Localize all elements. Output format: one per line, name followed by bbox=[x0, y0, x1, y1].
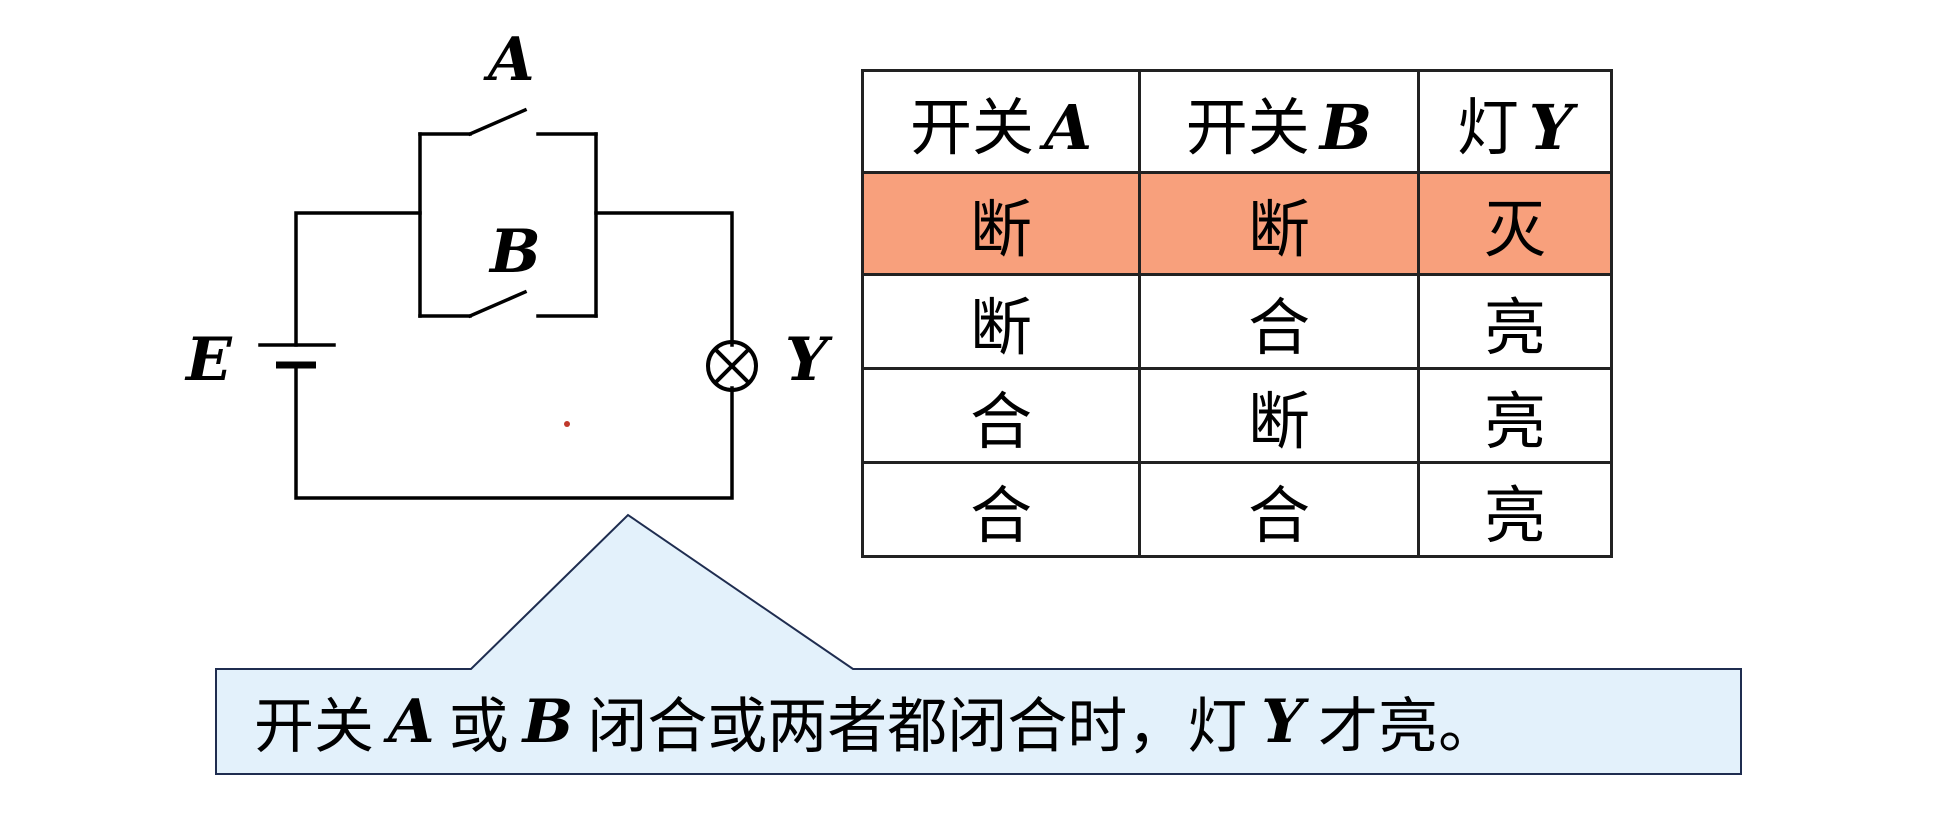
lamp-symbol bbox=[706, 340, 758, 392]
cell-switch-b: 断 bbox=[1138, 171, 1420, 276]
table-row: 断 断 灭 bbox=[861, 171, 1613, 276]
switch-b-label: B bbox=[488, 217, 541, 287]
cell-switch-b: 合 bbox=[1138, 273, 1420, 370]
switch-a bbox=[418, 107, 598, 137]
callout-part-4: 才亮。 bbox=[1318, 692, 1499, 762]
cell-switch-b: 合 bbox=[1138, 461, 1420, 558]
cell-switch-b: 断 bbox=[1138, 367, 1420, 464]
switch-b bbox=[418, 289, 598, 319]
callout-var-b: B bbox=[522, 686, 574, 757]
callout-var-y: Y bbox=[1261, 686, 1305, 757]
callout-text: 开关 A 或 B 闭合或两者都闭合时，灯 Y 才亮。 bbox=[216, 669, 1741, 774]
callout-part-1: 开关 bbox=[254, 692, 374, 762]
cell-lamp-y: 亮 bbox=[1417, 367, 1613, 464]
wire-left-top bbox=[294, 211, 422, 347]
callout-var-a: A bbox=[388, 686, 435, 757]
switch-a-label: A bbox=[483, 25, 535, 95]
cell-switch-a: 断 bbox=[861, 273, 1141, 370]
battery-symbol bbox=[258, 343, 336, 369]
table-row: 合 合 亮 bbox=[861, 461, 1613, 558]
cell-lamp-y: 亮 bbox=[1417, 273, 1613, 370]
lamp-label: Y bbox=[785, 325, 833, 395]
red-dot-marker bbox=[564, 421, 570, 427]
callout-part-2: 或 bbox=[448, 692, 509, 762]
callout-bubble bbox=[215, 513, 1742, 775]
callout-part-3: 闭合或两者都闭合时，灯 bbox=[587, 692, 1248, 762]
table-row: 合 断 亮 bbox=[861, 367, 1613, 464]
cell-switch-a: 合 bbox=[861, 367, 1141, 464]
cell-switch-a: 断 bbox=[861, 171, 1141, 276]
wire-bottom bbox=[294, 363, 734, 500]
cell-lamp-y: 亮 bbox=[1417, 461, 1613, 558]
cell-lamp-y: 灭 bbox=[1417, 171, 1613, 276]
table-row: 断 合 亮 bbox=[861, 273, 1613, 370]
cell-switch-a: 合 bbox=[861, 461, 1141, 558]
wire-right-top bbox=[594, 211, 734, 347]
battery-label: E bbox=[184, 325, 233, 395]
